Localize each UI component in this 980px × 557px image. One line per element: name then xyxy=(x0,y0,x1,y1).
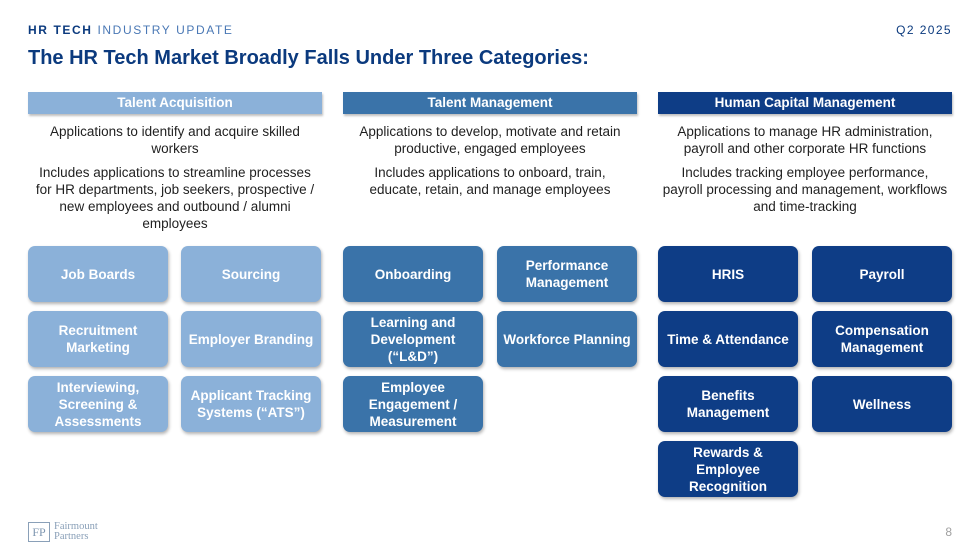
tile-payroll: Payroll xyxy=(812,246,952,302)
talent-management-header: Talent Management xyxy=(343,92,637,114)
talent-acquisition-column: Talent Acquisition Applications to ident… xyxy=(28,92,322,232)
section-label: HR TECH INDUSTRY UPDATE xyxy=(28,23,234,37)
talent-management-column: Talent Management Applications to develo… xyxy=(343,92,637,198)
page-title: The HR Tech Market Broadly Falls Under T… xyxy=(28,47,589,69)
tile-compensation-management: Compensation Management xyxy=(812,311,952,367)
talent-acquisition-description: Applications to identify and acquire ski… xyxy=(50,124,300,156)
tile-sourcing: Sourcing xyxy=(181,246,321,302)
logo-text: Fairmount Partners xyxy=(54,521,98,542)
page-number: 8 xyxy=(945,525,952,539)
tile-hris: HRIS xyxy=(658,246,798,302)
tile-applicant-tracking: Applicant Tracking Systems (“ATS”) xyxy=(181,376,321,432)
tile-workforce-planning: Workforce Planning xyxy=(497,311,637,367)
tile-rewards-recognition: Rewards & Employee Recognition xyxy=(658,441,798,497)
tile-job-boards: Job Boards xyxy=(28,246,168,302)
section-label-light: INDUSTRY UPDATE xyxy=(92,23,234,37)
fairmount-partners-logo: FP Fairmount Partners xyxy=(28,521,98,542)
tile-interviewing-screening: Interviewing, Screening & Assessments xyxy=(28,376,168,432)
tile-performance-management: Performance Management xyxy=(497,246,637,302)
talent-acquisition-header: Talent Acquisition xyxy=(28,92,322,114)
logo-mark: FP xyxy=(28,522,50,542)
human-capital-management-column: Human Capital Management Applications to… xyxy=(658,92,952,215)
quarter-label: Q2 2025 xyxy=(896,23,952,37)
talent-management-detail: Includes applications to onboard, train,… xyxy=(369,165,611,197)
tile-time-attendance: Time & Attendance xyxy=(658,311,798,367)
human-capital-management-detail: Includes tracking employee performance, … xyxy=(662,165,948,214)
tile-employee-engagement: Employee Engagement / Measurement xyxy=(343,376,483,432)
human-capital-management-description: Applications to manage HR administration… xyxy=(677,124,933,156)
human-capital-management-header: Human Capital Management xyxy=(658,92,952,114)
talent-acquisition-detail: Includes applications to streamline proc… xyxy=(35,165,315,231)
tile-benefits-management: Benefits Management xyxy=(658,376,798,432)
talent-management-description: Applications to develop, motivate and re… xyxy=(359,124,621,156)
tile-employer-branding: Employer Branding xyxy=(181,311,321,367)
logo-line2: Partners xyxy=(54,531,89,542)
logo-line1: Fairmount xyxy=(54,521,98,532)
tile-onboarding: Onboarding xyxy=(343,246,483,302)
section-label-strong: HR TECH xyxy=(28,23,93,37)
tile-recruitment-marketing: Recruitment Marketing xyxy=(28,311,168,367)
tile-wellness: Wellness xyxy=(812,376,952,432)
tile-learning-development: Learning and Development (“L&D”) xyxy=(343,311,483,367)
